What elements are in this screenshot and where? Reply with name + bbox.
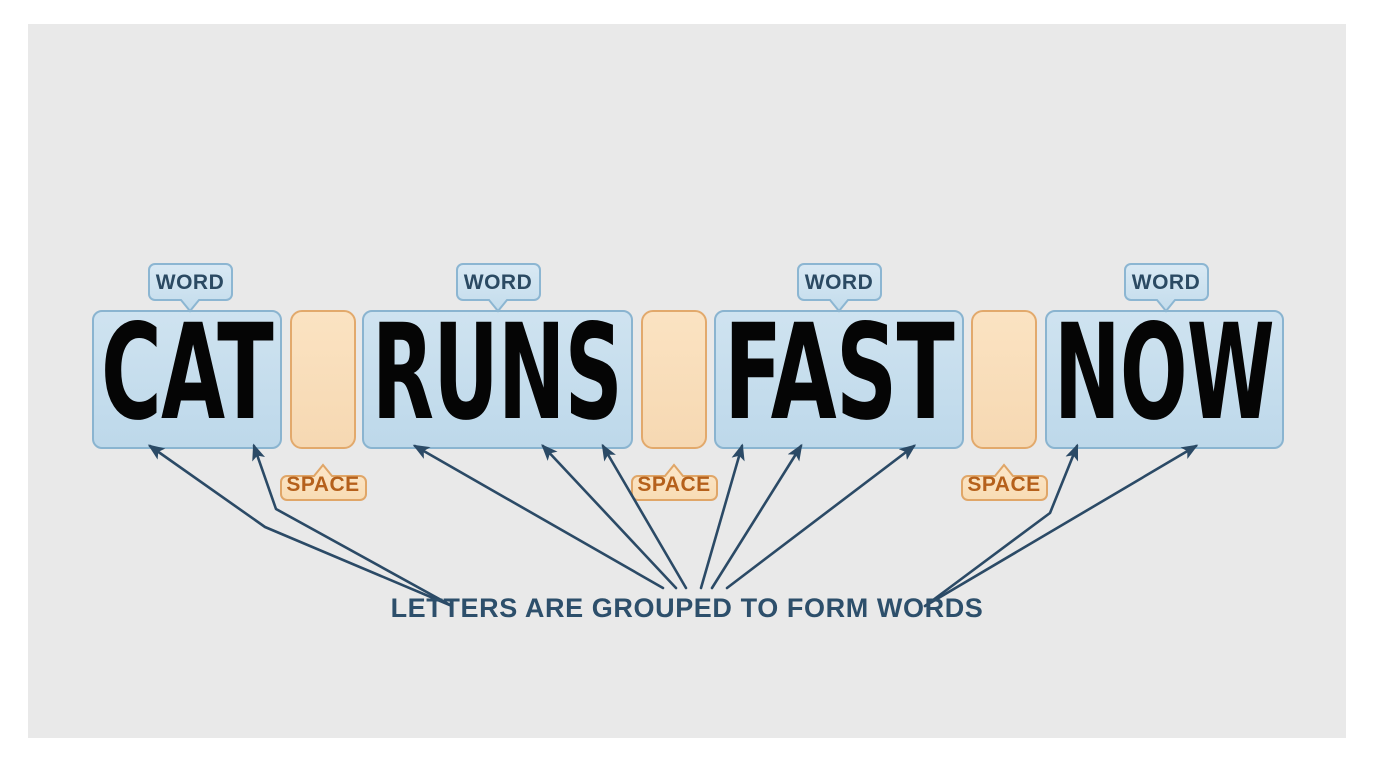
badge-shape [631,463,718,501]
tile-background [1045,310,1284,449]
arrow-fast-3 [725,444,917,590]
annotation-arrows [147,443,1199,608]
tile-background [92,310,282,449]
badge-shape [797,263,882,313]
word-tile-now[interactable]: NOW [1045,296,1284,450]
word-badge-runs[interactable]: WORD [456,263,541,313]
arrow-fast-2 [710,443,803,590]
tile-row: CAT RUNS FAST [92,296,1284,450]
word-badge-label: WORD [1132,271,1201,294]
word-badge-label: WORD [805,271,874,294]
arrow-cat-left [147,444,454,608]
caption-label: LETTERS ARE GROUPED TO FORM WORDS [391,593,984,623]
tile-letters-now: NOW [1054,296,1274,450]
tile-background [971,310,1037,449]
tile-letters-fast: FAST [724,296,955,450]
tile-background [641,310,707,449]
badge-shape [280,463,367,501]
badge-shape [148,263,233,313]
space-badge-label: SPACE [637,473,710,496]
word-tile-runs[interactable]: RUNS [362,296,633,450]
word-badge-now[interactable]: WORD [1124,263,1209,313]
tile-letters-runs: RUNS [372,296,622,450]
arrow-fast-1 [699,443,745,590]
badge-shape [961,463,1048,501]
word-tile-fast[interactable]: FAST [714,296,964,450]
space-badge-1[interactable]: SPACE [280,463,367,501]
badge-shape [1124,263,1209,313]
space-badges: SPACE SPACE SPACE [280,463,1048,501]
tile-letters-cat: CAT [101,296,274,450]
word-tile-cat[interactable]: CAT [92,296,282,450]
word-badge-fast[interactable]: WORD [797,263,882,313]
space-tile-1[interactable] [290,310,356,449]
space-badge-2[interactable]: SPACE [631,463,718,501]
space-tile-2[interactable] [641,310,707,449]
arrow-now-2 [923,444,1199,608]
word-badges: WORD WORD WORD WORD [148,263,1209,313]
space-tile-3[interactable] [971,310,1037,449]
arrow-now-1 [923,443,1079,608]
arrow-runs-1 [412,444,665,590]
tile-background [290,310,356,449]
space-badge-label: SPACE [286,473,359,496]
word-badge-cat[interactable]: WORD [148,263,233,313]
space-badge-label: SPACE [967,473,1040,496]
space-badge-3[interactable]: SPACE [961,463,1048,501]
arrow-cat-right [252,443,454,608]
badge-shape [456,263,541,313]
word-badge-label: WORD [464,271,533,294]
arrow-runs-2 [541,444,678,590]
word-badge-label: WORD [156,271,225,294]
arrow-runs-3 [601,443,688,590]
